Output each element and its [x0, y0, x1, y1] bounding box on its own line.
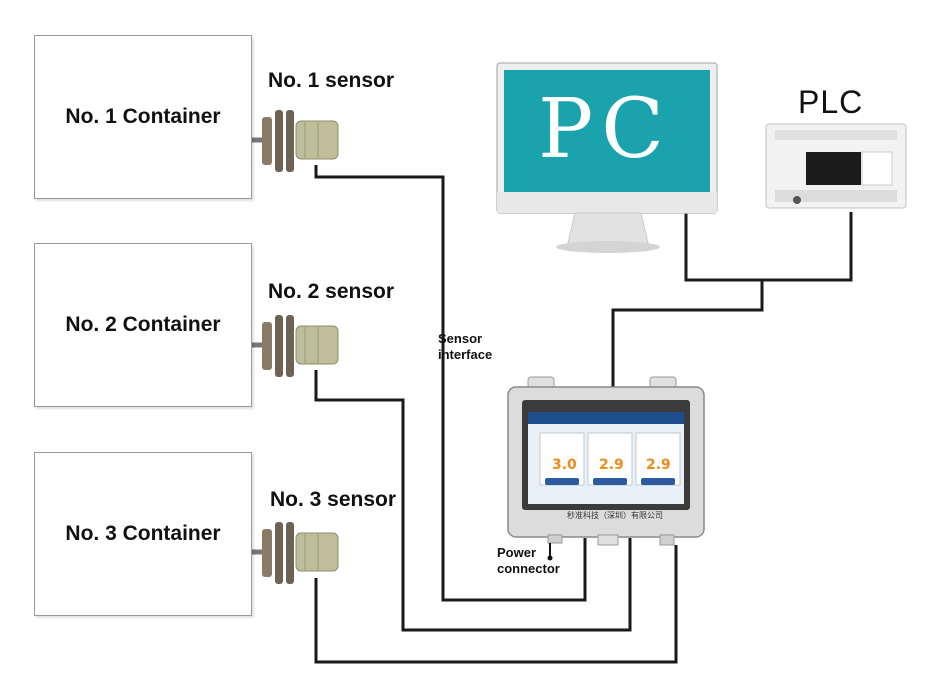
- sensor-3-body: [228, 522, 339, 584]
- channel-1-value: 3.0: [552, 457, 577, 473]
- pc-monitor: [496, 62, 718, 253]
- container-2: No. 2 Container: [34, 243, 252, 407]
- container-3-label: No. 3 Container: [65, 522, 221, 545]
- channel-1-button[interactable]: [545, 478, 579, 485]
- controller-footer-text: 秒准科技（深圳）有限公司: [567, 511, 663, 520]
- wire-sensor-3: [314, 545, 678, 664]
- container-1-label: No. 1 Container: [65, 105, 221, 128]
- sensor-2-label: No. 2 sensor: [268, 280, 395, 303]
- channel-3-button[interactable]: [641, 478, 675, 485]
- wire-pc: [684, 212, 762, 282]
- container-2-label: No. 2 Container: [65, 313, 221, 336]
- container-3: No. 3 Container: [34, 452, 252, 616]
- power-connector-label: Power connector: [497, 545, 560, 576]
- wire-sensor-2: [314, 370, 632, 632]
- wire-sensor-1: [314, 165, 587, 602]
- sensor-interface-label: Sensor interface: [438, 331, 493, 362]
- channel-2-button[interactable]: [593, 478, 627, 485]
- sensor-2-body: [228, 315, 339, 377]
- channel-3-value: 2.9: [646, 457, 671, 473]
- sensor-1-body: [228, 110, 339, 172]
- wire-plc: [611, 212, 853, 387]
- container-1: No. 1 Container: [34, 35, 252, 199]
- plc-label: PLC: [798, 84, 864, 120]
- sensor-1-label: No. 1 sensor: [268, 69, 395, 92]
- plc-device: [765, 123, 907, 209]
- channel-2-value: 2.9: [599, 457, 624, 473]
- sensor-3-label: No. 3 sensor: [270, 488, 397, 511]
- pc-label: PC: [538, 82, 672, 177]
